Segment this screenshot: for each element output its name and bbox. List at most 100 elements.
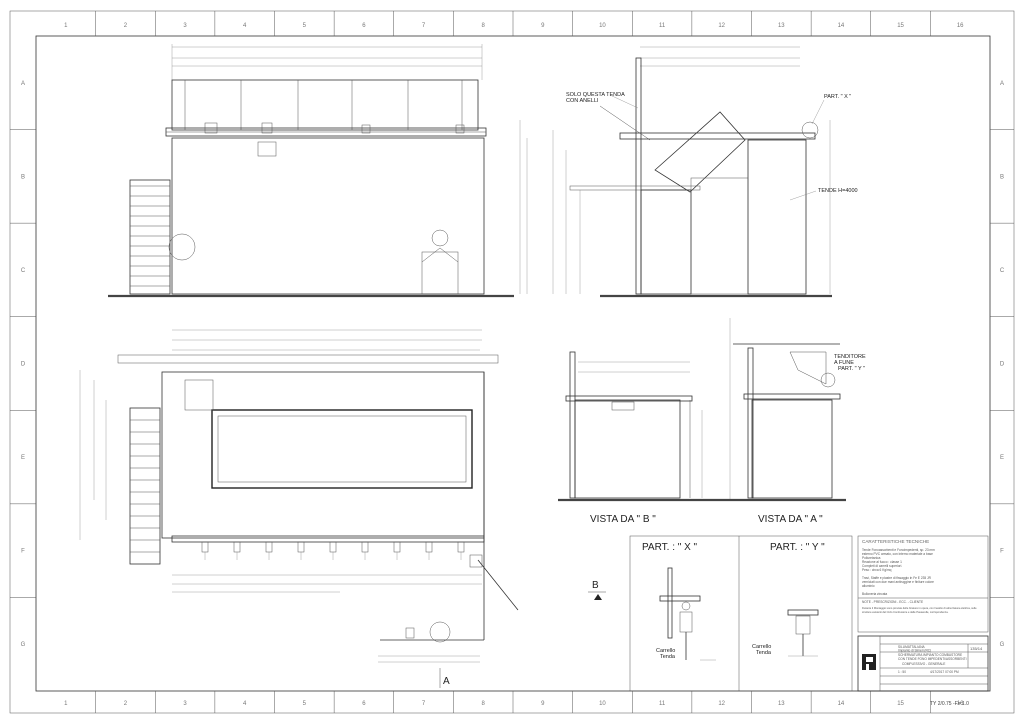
sheet-code: TY 2/0.75 -F= 1.0	[930, 701, 969, 707]
specs-line: Peso : circa 6 Kg/mq	[862, 568, 892, 572]
row-label-A: A	[21, 81, 25, 87]
beam-support	[265, 541, 273, 553]
specs-line: Tende Fonoassorbenti e Fonoimpedenti, sp…	[862, 548, 935, 552]
column-label-2: 2	[124, 23, 128, 29]
callout-a-fune: A FUNE	[834, 360, 854, 366]
column-label-4: 4	[243, 23, 247, 29]
side-elevation-view: SOLO QUESTA TENDA CON ANELLI PART. " X "…	[552, 46, 858, 298]
row-labels-right: A B C D E F G	[1000, 81, 1005, 648]
column-label-8: 8	[482, 23, 486, 29]
specs-line: Reazione al fuoco : classe 1	[862, 560, 902, 564]
column-label-14: 14	[838, 701, 845, 707]
column-label-5: 5	[303, 23, 307, 29]
part-y-title: PART. : " Y "	[770, 542, 825, 553]
specs-note-line: strutture esistenti del Ciclo Combustore…	[862, 610, 949, 614]
part-x-title: PART. : " X "	[642, 542, 698, 553]
row-label-C: C	[1000, 268, 1005, 274]
detail-panels: PART. : " X " PART. : " Y " Carrello Ten…	[629, 535, 853, 692]
title-client-site: Impianto di Simeri (RC)	[898, 649, 931, 653]
title-date: 4/17/2017 07:00 PM	[930, 670, 959, 674]
vista-b-title: VISTA DA " B "	[590, 514, 656, 525]
beam-support	[393, 541, 401, 553]
row-label-G: G	[21, 642, 26, 648]
row-label-G: G	[1000, 642, 1005, 648]
row-label-D: D	[1000, 362, 1005, 368]
column-label-7: 7	[422, 23, 426, 29]
row-label-B: B	[1000, 174, 1004, 180]
specs-line: Travi, Staffe e piastre di fissaggio in …	[862, 576, 932, 580]
column-label-6: 6	[362, 701, 366, 707]
front-elevation-view	[108, 44, 528, 298]
column-label-9: 9	[541, 701, 545, 707]
column-label-11: 11	[659, 23, 666, 29]
part-x-carrello: Carrello	[656, 648, 675, 654]
column-label-9: 9	[541, 23, 545, 29]
callout-solo-questa-tenda: SOLO QUESTA TENDA	[566, 92, 625, 98]
specs-line: Bulloneria zincata	[862, 592, 887, 596]
row-ticks	[10, 129, 1014, 598]
specs-note-lines: Durante il Montaggio sono previste delle…	[862, 606, 977, 614]
column-label-1: 1	[64, 701, 68, 707]
row-label-C: C	[21, 268, 26, 274]
specs-line: verniciati con due mani antiruggine e fi…	[862, 580, 934, 584]
column-label-12: 12	[718, 23, 725, 29]
vista-a-title: VISTA DA " A "	[758, 514, 823, 525]
part-y-carrello: Carrello	[752, 644, 771, 650]
part-y-tenda: Tenda	[756, 650, 772, 656]
title-subject-2: CON TENDE FONO IMPEDENTI/ASSORBENTI	[898, 657, 967, 661]
column-label-8: 8	[482, 701, 486, 707]
column-label-15: 15	[897, 701, 904, 707]
beam-support	[233, 541, 241, 553]
beam-support	[361, 541, 369, 553]
vista-b-view: VISTA DA " B "	[558, 351, 712, 525]
column-label-11: 11	[659, 701, 666, 707]
row-label-F: F	[21, 549, 25, 555]
beam-support	[425, 541, 433, 553]
column-label-16: 16	[957, 701, 964, 707]
title-scale: 1 : 50	[898, 670, 906, 674]
row-label-F: F	[1000, 549, 1004, 555]
title-client: SILUMATTALIANA	[898, 645, 925, 649]
column-label-3: 3	[183, 23, 187, 29]
callout-con-anelli: CON ANELLI	[566, 98, 599, 104]
row-label-A: A	[1000, 81, 1004, 87]
specs-title: CARATTERISTICHE TECNICHE	[862, 539, 929, 544]
specs-note-head: NOTE - PRESCRIZIONI - ECC. - CLIENTE	[862, 600, 923, 604]
row-label-B: B	[21, 174, 25, 180]
column-label-2: 2	[124, 701, 128, 707]
row-label-E: E	[1000, 455, 1004, 461]
column-label-13: 13	[778, 701, 785, 707]
specs-line: Poliuretanica	[862, 556, 881, 560]
callout-tenditore: TENDITORE	[834, 354, 866, 360]
specs-lines: Tende Fonoassorbenti e Fonoimpedenti, sp…	[862, 548, 935, 596]
specs-line: Completi di carrelli superiori.	[862, 564, 902, 568]
sheet-frame	[9, 10, 1015, 714]
section-marker-a: A	[443, 676, 450, 687]
title-block: SILUMATTALIANA Impianto di Simeri (RC) 1…	[857, 635, 989, 692]
beam-support	[201, 541, 209, 553]
column-label-10: 10	[599, 701, 606, 707]
vista-a-view: TENDITORE A FUNE PART. " Y " VISTA DA " …	[712, 318, 866, 525]
company-logo-icon	[862, 654, 876, 670]
plan-view: A B	[79, 329, 606, 688]
column-label-5: 5	[303, 701, 307, 707]
technical-specs-box: CARATTERISTICHE TECNICHE Tende Fonoassor…	[857, 535, 989, 633]
callout-part-x: PART. " X "	[824, 94, 851, 100]
column-label-6: 6	[362, 23, 366, 29]
column-label-1: 1	[64, 23, 68, 29]
beam-support	[329, 541, 337, 553]
column-label-13: 13	[778, 23, 785, 29]
beam-support	[457, 541, 465, 553]
column-label-4: 4	[243, 701, 247, 707]
specs-note-line: Durante il Montaggio sono previste delle…	[862, 606, 977, 610]
column-label-15: 15	[897, 23, 904, 29]
column-label-10: 10	[599, 23, 606, 29]
column-label-14: 14	[838, 23, 845, 29]
callout-tende-h4000: TENDE H=4000	[818, 188, 858, 194]
part-x-tenda: Tenda	[660, 654, 676, 660]
row-label-D: D	[21, 362, 26, 368]
column-label-12: 12	[718, 701, 725, 707]
